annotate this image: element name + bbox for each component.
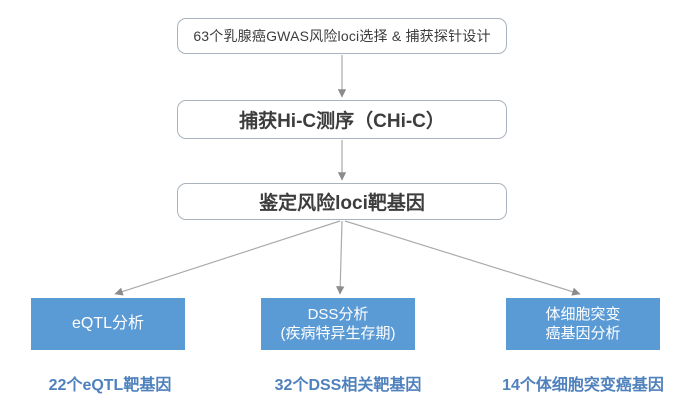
- result-label-eqtl-target-genes: 22个eQTL靶基因: [48, 377, 172, 394]
- branch-box-dss-analysis-line1: DSS分析: [307, 305, 369, 323]
- flow-step-identify-target-genes: 鉴定风险loci靶基因: [177, 183, 507, 220]
- arrow-step3-to-somatic: [344, 220, 581, 296]
- branch-box-eqtl-analysis-line1: eQTL分析: [71, 314, 145, 332]
- branch-box-somatic-mutation-analysis: 体细胞突变 癌基因分析: [506, 298, 660, 350]
- result-label-somatic-mutation-genes: 14个体细胞突变癌基因: [502, 377, 664, 394]
- flow-step-identify-target-genes-label: 鉴定风险loci靶基因: [259, 193, 425, 214]
- branch-box-somatic-mutation-analysis-line2: 癌基因分析: [545, 325, 621, 342]
- branch-box-dss-analysis: DSS分析 (疾病特异生存期): [261, 298, 415, 350]
- branch-box-eqtl-analysis: eQTL分析: [31, 298, 185, 350]
- flow-step-gwas-loci-selection-label: 63个乳腺癌GWAS风险loci选择 & 捕获探针设计: [193, 28, 491, 44]
- flow-step-capture-hic-sequencing-label: 捕获Hi-C测序（CHi-C）: [239, 111, 445, 132]
- result-label-dss-target-genes: 32个DSS相关靶基因: [274, 377, 422, 394]
- arrow-step3-to-eqtl: [114, 220, 341, 296]
- flow-step-capture-hic-sequencing: 捕获Hi-C测序（CHi-C）: [177, 100, 507, 139]
- branch-box-somatic-mutation-analysis-line1: 体细胞突变: [545, 305, 621, 323]
- arrow-step3-to-dss: [336, 220, 345, 295]
- branch-box-dss-analysis-line2: (疾病特异生存期): [280, 325, 396, 342]
- flow-step-gwas-loci-selection: 63个乳腺癌GWAS风险loci选择 & 捕获探针设计: [177, 18, 507, 54]
